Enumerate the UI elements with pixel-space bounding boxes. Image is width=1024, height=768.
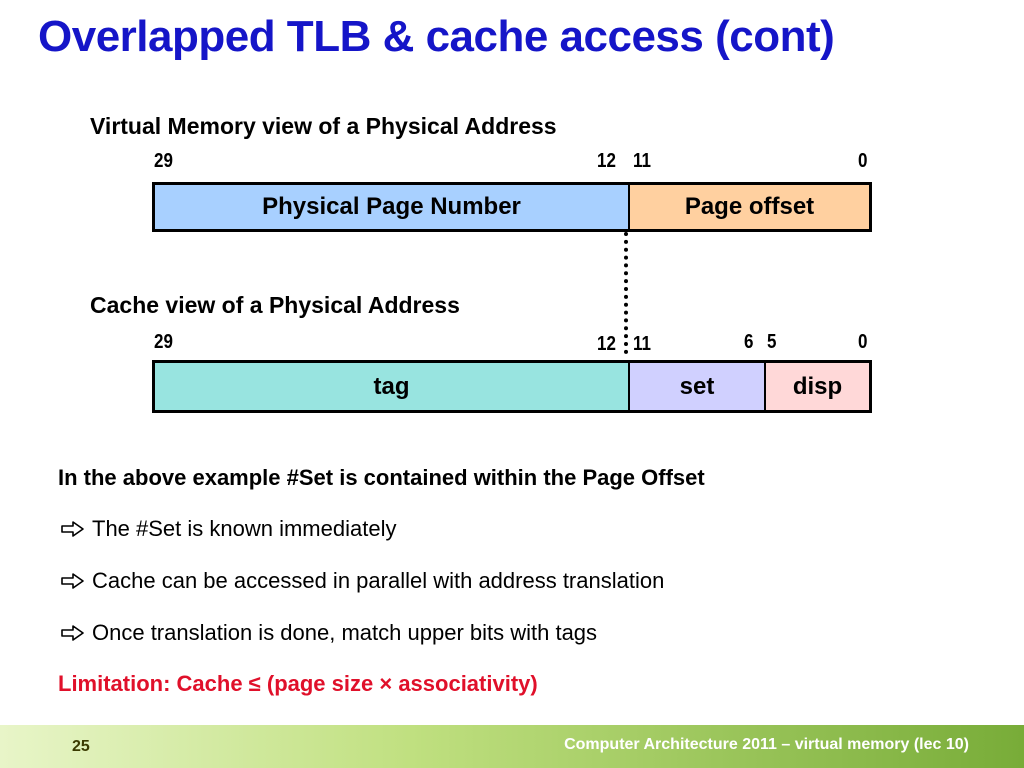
cache-address-bar: tag set disp <box>152 360 872 413</box>
bullet-text: Once translation is done, match upper bi… <box>92 620 598 645</box>
footer-caption: Computer Architecture 2011 – virtual mem… <box>564 736 969 753</box>
outline-arrow-icon <box>61 573 84 589</box>
cache-view-label: Cache view of a Physical Address <box>90 292 460 318</box>
cache-bit-0: 0 <box>858 331 868 353</box>
cache-bit-12: 12 <box>597 333 616 355</box>
bullet-item: Once translation is done, match upper bi… <box>60 620 597 646</box>
tag-field: tag <box>155 363 628 410</box>
bullet-text: Cache can be accessed in parallel with a… <box>92 568 665 593</box>
bullet-item: Cache can be accessed in parallel with a… <box>60 568 664 594</box>
outline-arrow-icon <box>61 625 84 641</box>
vm-bit-0: 0 <box>858 150 868 172</box>
page-number: 25 <box>72 738 90 755</box>
boundary-dotted-line <box>624 232 628 354</box>
disp-field: disp <box>764 363 869 410</box>
outline-arrow-icon <box>61 521 84 537</box>
slide-title: Overlapped TLB & cache access (cont) <box>38 12 835 61</box>
vm-address-bar: Physical Page Number Page offset <box>152 182 872 232</box>
set-field: set <box>628 363 764 410</box>
cache-bit-5: 5 <box>767 331 777 353</box>
limitation-note: Limitation: Cache ≤ (page size × associa… <box>58 671 538 696</box>
vm-view-label: Virtual Memory view of a Physical Addres… <box>90 113 557 139</box>
physical-page-number-field: Physical Page Number <box>155 185 628 229</box>
example-heading: In the above example #Set is contained w… <box>58 465 705 490</box>
bullet-text: The #Set is known immediately <box>92 516 397 541</box>
page-offset-field: Page offset <box>628 185 869 229</box>
vm-bit-11: 11 <box>633 150 651 172</box>
footer-bar <box>0 725 1024 768</box>
vm-bit-12: 12 <box>597 150 616 172</box>
cache-bit-6: 6 <box>744 331 754 353</box>
bullet-item: The #Set is known immediately <box>60 516 396 542</box>
cache-bit-11: 11 <box>633 333 651 355</box>
vm-bit-29: 29 <box>154 150 173 172</box>
cache-bit-29: 29 <box>154 331 173 353</box>
